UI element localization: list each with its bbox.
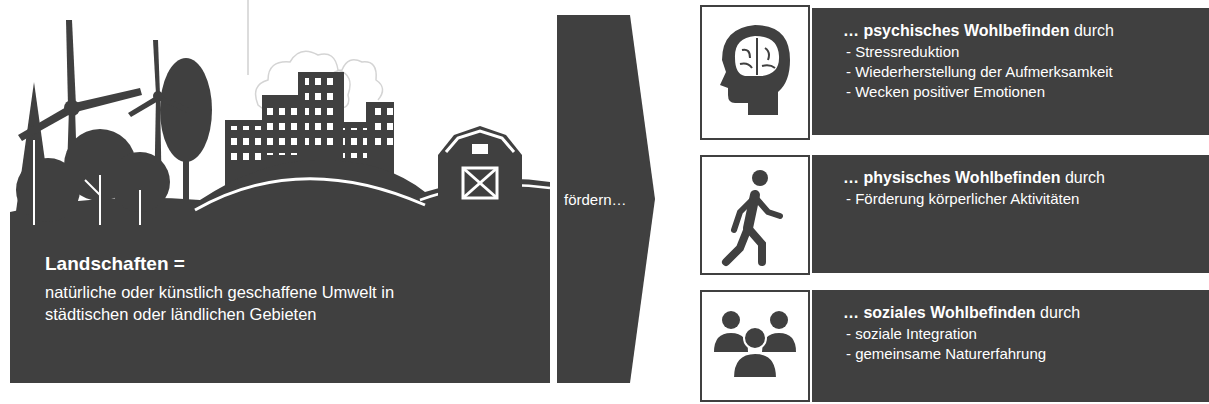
box-heading: … soziales Wohlbefinden xyxy=(843,304,1036,321)
wellbeing-box: … physisches Wohlbefinden durch- Förderu… xyxy=(812,155,1209,273)
definition-body: natürliche oder künstlich geschaffene Um… xyxy=(45,281,465,325)
heading-line: … psychisches Wohlbefinden durch xyxy=(843,21,1209,41)
wind-turbine xyxy=(18,20,142,235)
bullet-item: - Stressreduktion xyxy=(843,42,1209,62)
head-icon xyxy=(720,25,790,115)
arrow-chevron: fördern… xyxy=(557,15,655,383)
trees xyxy=(12,58,212,240)
hill-outline xyxy=(195,179,425,210)
heading-suffix: durch xyxy=(1074,22,1114,39)
walking-icon xyxy=(726,170,780,262)
bullet-item: - Wiederherstellung der Aufmerksamkeit xyxy=(843,62,1209,82)
wind-turbine xyxy=(128,40,190,205)
heading-suffix: durch xyxy=(1040,304,1080,321)
box-heading: … physisches Wohlbefinden xyxy=(843,169,1061,186)
heading-suffix: durch xyxy=(1065,169,1105,186)
icon-box xyxy=(701,291,809,401)
icon-box xyxy=(701,6,809,139)
bullet-item: - Wecken positiver Emotionen xyxy=(843,82,1209,102)
box-heading: … psychisches Wohlbefinden xyxy=(843,22,1069,39)
antenna-line xyxy=(247,0,249,75)
arrow-label: fördern… xyxy=(564,191,655,208)
bullet-item: - Förderung körperlicher Aktivitäten xyxy=(843,189,1209,209)
definition-heading: Landschaften = xyxy=(45,253,550,275)
barn xyxy=(438,126,522,205)
icon-box xyxy=(701,156,809,274)
heading-line: … physisches Wohlbefinden durch xyxy=(843,168,1209,188)
definition-box: Landschaften = natürliche oder künstlich … xyxy=(10,225,550,383)
wellbeing-box: … psychisches Wohlbefinden durch- Stress… xyxy=(812,8,1209,135)
wellbeing-box: … soziales Wohlbefinden durch- soziale I… xyxy=(812,290,1209,402)
bullet-item: - soziale Integration xyxy=(843,324,1209,344)
people-icon xyxy=(714,311,796,378)
heading-line: … soziales Wohlbefinden durch xyxy=(843,303,1209,323)
bullet-item: - gemeinsame Naturerfahrung xyxy=(843,344,1209,364)
